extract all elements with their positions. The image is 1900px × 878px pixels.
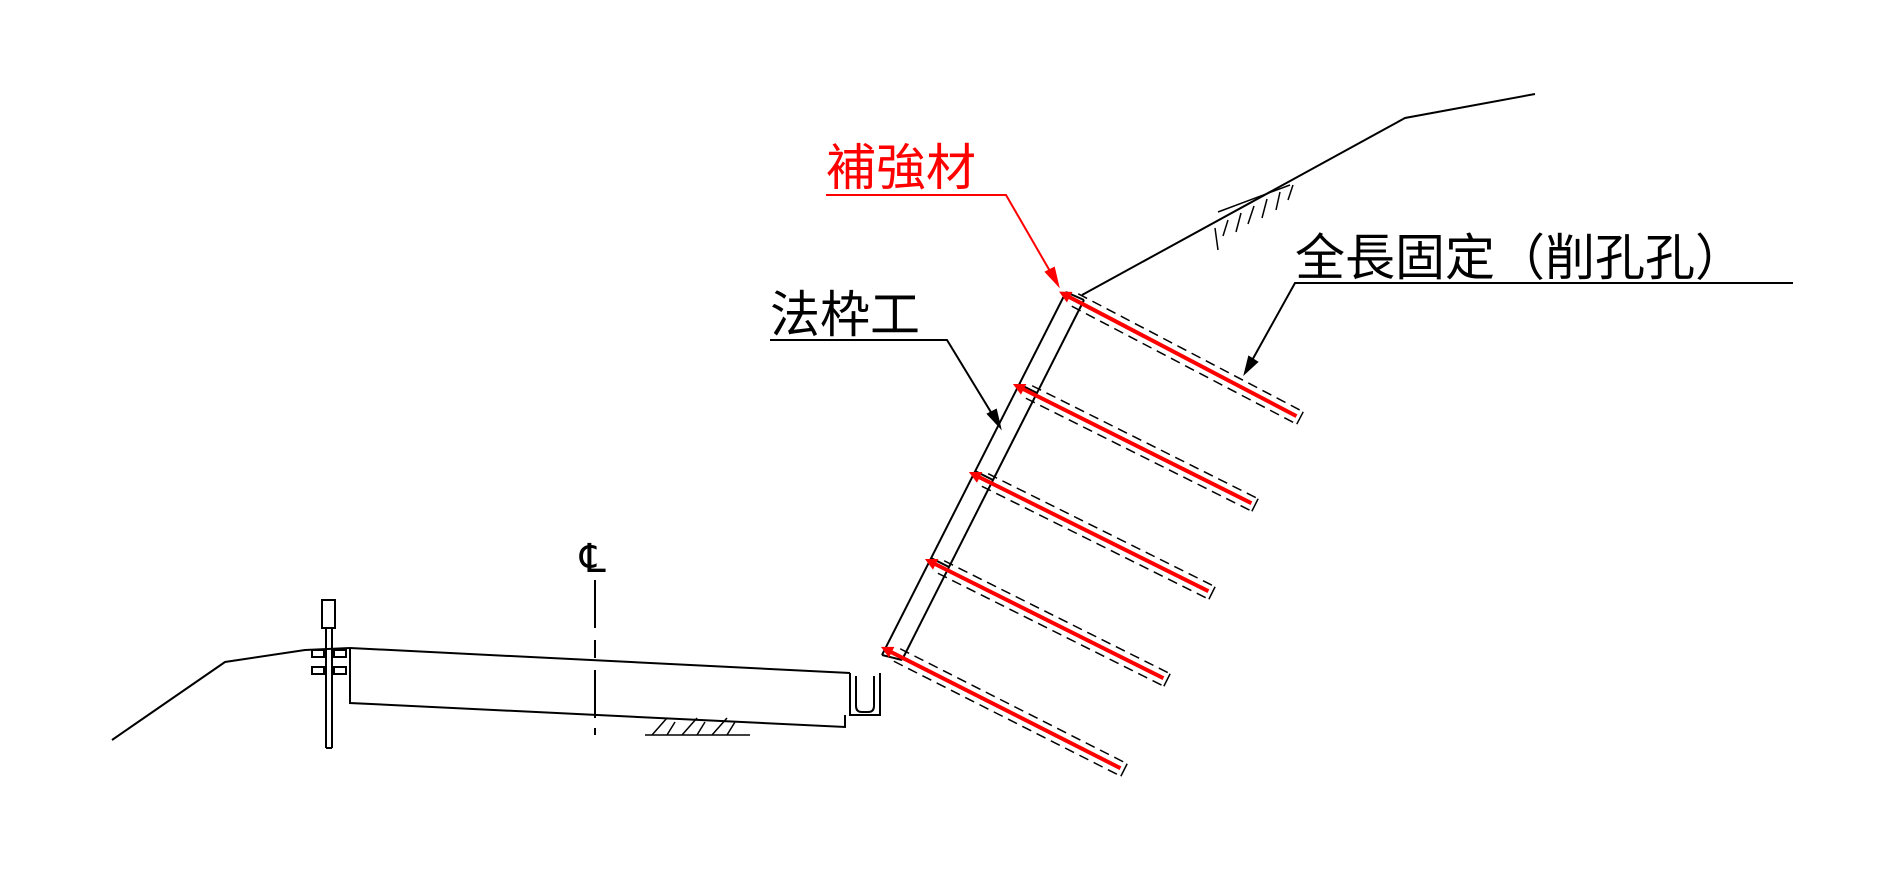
ground-lines <box>111 93 1536 741</box>
ground-hatch-road <box>645 717 750 736</box>
guardrail-post <box>311 599 347 749</box>
reinforcement-leader <box>826 194 1059 286</box>
anchor-2 <box>1012 383 1259 512</box>
frame-leader <box>770 339 1001 428</box>
road-surface <box>349 647 851 674</box>
reinforcement-anchors <box>880 291 1304 777</box>
full-length-leader <box>1244 282 1793 374</box>
reinforcement-label: 補強材 <box>826 139 976 197</box>
anchor-5 <box>880 646 1128 777</box>
upper-slope-line <box>1081 93 1536 296</box>
full-length-arrowhead <box>1243 355 1259 376</box>
slope-frame <box>881 291 1085 661</box>
full-length-label: 全長固定（削孔孔） <box>1295 229 1745 287</box>
leader-lines <box>770 194 1793 431</box>
centerline-label: ℄ <box>579 536 606 582</box>
anchor-4 <box>924 558 1171 687</box>
ground-hatch-slope <box>1214 184 1294 251</box>
frame-arrowhead <box>986 408 1002 431</box>
side-ditch <box>849 673 881 716</box>
road-underside <box>349 648 846 729</box>
anchor-3 <box>968 471 1216 600</box>
left-ground-line <box>111 647 351 741</box>
anchor-1 <box>1059 291 1304 425</box>
frame-label: 法枠工 <box>770 286 920 344</box>
reinforcement-arrowhead <box>1044 266 1060 289</box>
